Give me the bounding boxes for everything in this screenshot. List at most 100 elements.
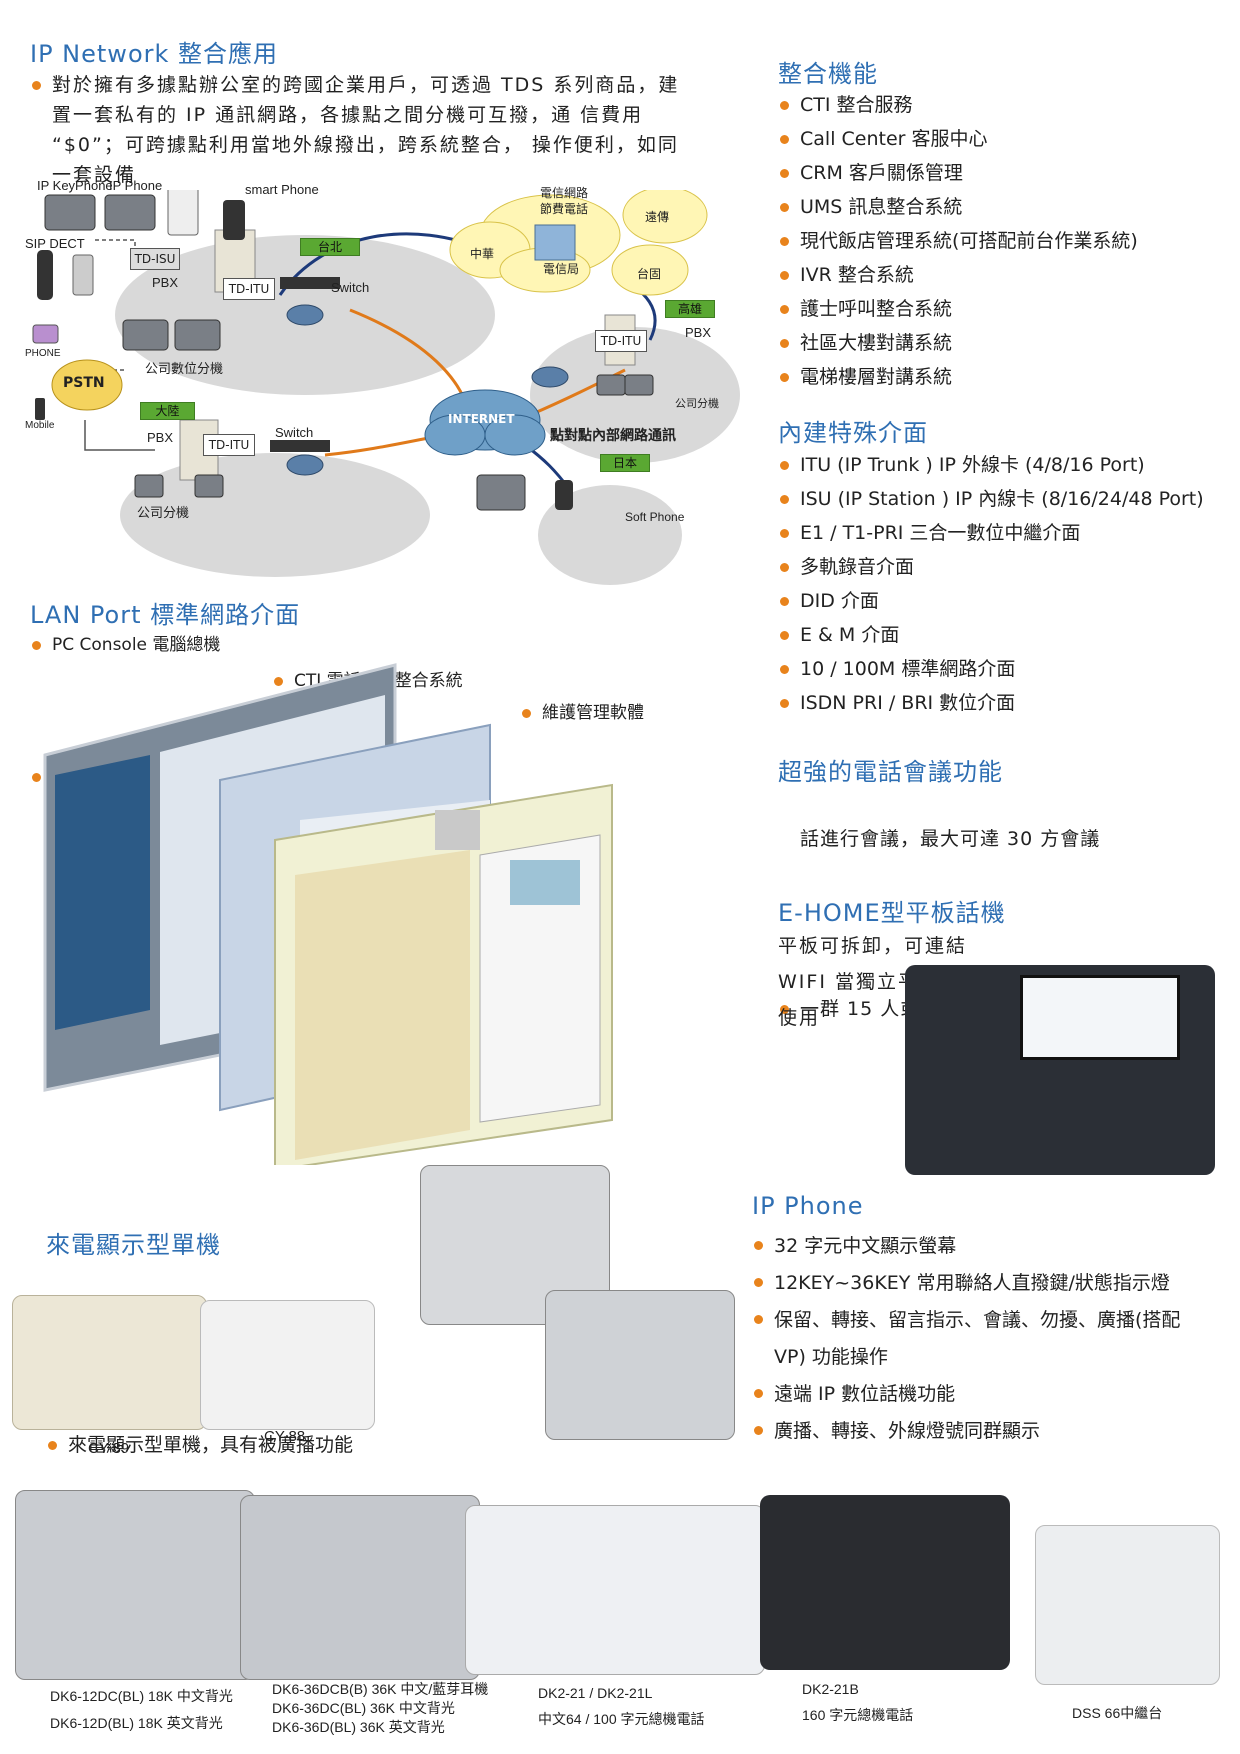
- phone-icon: [32, 324, 59, 344]
- ehome-tablet-phone-image: [905, 965, 1215, 1175]
- ip-keyphone-icon: [44, 194, 96, 231]
- integration-item: 護士呼叫整合系統: [778, 292, 1138, 326]
- conference-title: 超強的電話會議功能: [778, 758, 1003, 786]
- interface-item: E1 / T1-PRI 三合一數位中繼介面: [778, 516, 1204, 550]
- lan-item-maintenance: 維護管理軟體: [520, 696, 1240, 730]
- label-company-ext-kh: 公司分機: [675, 398, 719, 410]
- dk6-36-line-1: DK6-36DCB(B) 36K 中文/藍芽耳機: [272, 1681, 489, 1697]
- dss-console-image: [1035, 1525, 1220, 1685]
- ip-phone-image-1: [420, 1165, 610, 1325]
- integration-item: IVR 整合系統: [778, 258, 1138, 292]
- interface-item: DID 介面: [778, 584, 1204, 618]
- label-switch-mainland: Switch: [275, 425, 314, 440]
- cy89-phone-image: [12, 1295, 207, 1430]
- network-diagram: IP KeyPhone IP Phone smart Phone SIP DEC…: [25, 178, 745, 585]
- interface-item: E & M 介面: [778, 618, 1204, 652]
- ip-phone-image-2: [545, 1290, 735, 1440]
- ipphone-item: 保留、轉接、留言指示、會議、勿擾、廣播(搭配: [752, 1302, 1232, 1339]
- dk2-21b-line-1: DK2-21B: [802, 1681, 859, 1697]
- td-itu-mainland-box: TD-ITU: [203, 434, 255, 456]
- label-p2p: 點對點內部網路通訊: [550, 428, 676, 444]
- label-telecom-cloud: 電信網路 節費電話: [540, 186, 589, 216]
- interface-item: ITU (IP Trunk ) IP 外線卡 (4/8/16 Port): [778, 448, 1204, 482]
- dk2-21b-caption: DK2-21B 160 字元總機電話: [802, 1676, 913, 1728]
- ipphone-item: 12KEY~36KEY 常用聯絡人直撥鍵/狀態指示燈: [752, 1265, 1232, 1302]
- label-switch-taipei: Switch: [331, 280, 370, 295]
- dk6-12-phone-image: [15, 1490, 255, 1680]
- ipphone-title: IP Phone: [752, 1192, 864, 1220]
- interfaces-title: 內建特殊介面: [778, 419, 928, 447]
- ehome-line-3: 使用: [778, 1007, 821, 1029]
- dk2-21-phone-image: [465, 1505, 765, 1675]
- label-pbx-kh: PBX: [685, 325, 712, 340]
- cy88-label: CY-88: [264, 1428, 306, 1445]
- dk6-12-caption: DK6-12DC(BL) 18K 中文背光 DK6-12D(BL) 18K 英文…: [50, 1685, 233, 1734]
- dss-caption: DSS 66中繼台: [1072, 1705, 1163, 1721]
- mobile-icon: [35, 398, 45, 420]
- ipphone-item-cont: VP) 功能操作: [774, 1346, 888, 1368]
- dk2-21-line-2: 中文64 / 100 字元總機電話: [538, 1711, 705, 1727]
- td-itu-kh-box: TD-ITU: [595, 330, 647, 352]
- ehome-title: E-HOME型平板話機: [778, 899, 1006, 927]
- label-telecom-office: 電信局: [543, 262, 580, 276]
- dk6-36-line-3: DK6-36D(BL) 36K 英文背光: [272, 1719, 445, 1735]
- tablet-screen: [1020, 975, 1180, 1060]
- dk2-21b-line-2: 160 字元總機電話: [802, 1707, 914, 1723]
- ext-phone-icon: [624, 374, 654, 396]
- digital-phone-icon: [174, 319, 221, 351]
- bullet-dot: [32, 81, 41, 90]
- dect-base-icon: [72, 254, 94, 296]
- digital-phone-icon: [122, 319, 169, 351]
- label-mobile: Mobile: [25, 420, 55, 431]
- ehome-line-1: 平板可拆卸，可連結: [778, 935, 968, 957]
- smart-phone-icon: [223, 200, 245, 240]
- label-phone: PHONE: [25, 348, 61, 359]
- conference-line-2: 話進行會議，最大可達 30 方會議: [800, 828, 1101, 850]
- software-screenshots: [40, 660, 640, 1172]
- dk2-21-caption: DK2-21 / DK2-21L 中文64 / 100 字元總機電話: [538, 1680, 705, 1732]
- ipphone-list: 32 字元中文顯示螢幕 12KEY~36KEY 常用聯絡人直撥鍵/狀態指示燈 保…: [752, 1228, 1232, 1450]
- label-smart-phone: smart Phone: [245, 182, 319, 197]
- integration-title: 整合機能: [778, 60, 878, 88]
- intro-text: 對於擁有多據點辦公室的跨國企業用戶，可透過 TDS 系列商品，建置一套私有的 I…: [52, 74, 680, 186]
- label-sip-dect: SIP DECT: [25, 236, 85, 251]
- td-isu-box: TD-ISU: [130, 248, 180, 270]
- label-ip-keyphone: IP KeyPhone: [37, 178, 113, 193]
- dect-phone-icon: [37, 250, 53, 300]
- label-company-digital-ext: 公司數位分機: [145, 361, 224, 376]
- cy89-label: CY-89: [88, 1440, 130, 1457]
- panel-icon: [167, 190, 199, 236]
- integration-item: 電梯樓層對講系統: [778, 360, 1138, 394]
- integration-item: 現代飯店管理系統(可搭配前台作業系統): [778, 224, 1138, 258]
- label-pbx-taipei: PBX: [152, 275, 179, 290]
- callerid-title: 來電顯示型單機: [46, 1231, 221, 1259]
- soft-phone-mobile-icon: [555, 480, 573, 510]
- lan-item-pc-console: PC Console 電腦總機: [30, 628, 1240, 662]
- lan-title: LAN Port 標準網路介面: [30, 601, 301, 629]
- dk2-21-line-1: DK2-21 / DK2-21L: [538, 1685, 653, 1701]
- integration-item: UMS 訊息整合系統: [778, 190, 1138, 224]
- label-zhonghua: 中華: [470, 247, 495, 261]
- interface-item: ISU (IP Station ) IP 內線卡 (8/16/24/48 Por…: [778, 482, 1204, 516]
- internet-cloud: [424, 389, 546, 456]
- interface-item: ISDN PRI / BRI 數位介面: [778, 686, 1204, 720]
- dk6-12-line-2: DK6-12D(BL) 18K 英文背光: [50, 1715, 223, 1731]
- cy88-phone-image: [200, 1300, 375, 1430]
- label-japan: 日本: [600, 454, 650, 472]
- ip-network-title: IP Network 整合應用: [30, 40, 279, 68]
- integration-item: 社區大樓對講系統: [778, 326, 1138, 360]
- japan-region: [538, 485, 682, 585]
- label-kaohsiung: 高雄: [665, 300, 715, 318]
- label-pbx-mainland: PBX: [147, 430, 174, 445]
- label-taiguo: 台固: [637, 267, 662, 281]
- ipphone-item: 遠端 IP 數位話機功能: [752, 1376, 1232, 1413]
- label-internet: INTERNET: [448, 412, 515, 426]
- label-soft-phone: Soft Phone: [625, 510, 685, 524]
- integration-item: CTI 整合服務: [778, 88, 1138, 122]
- screenshots-graphic: [43, 663, 613, 1172]
- network-diagram-graphic: [32, 190, 740, 585]
- dk6-36-caption: DK6-36DCB(B) 36K 中文/藍芽耳機 DK6-36DC(BL) 36…: [272, 1680, 488, 1737]
- td-itu-taipei-box: TD-ITU: [223, 278, 275, 300]
- label-company-ext-mainland: 公司分機: [137, 505, 190, 520]
- interface-item: 多軌錄音介面: [778, 550, 1204, 584]
